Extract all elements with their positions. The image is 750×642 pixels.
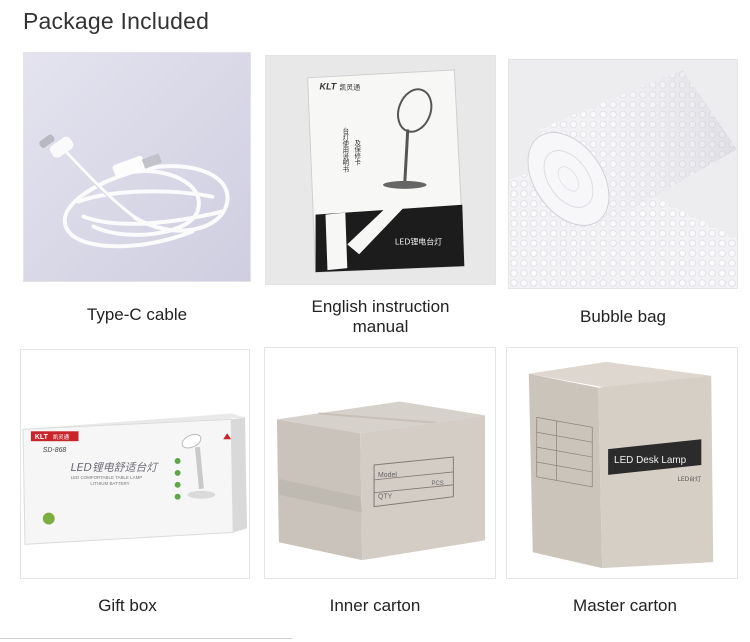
inner-carton-image: Model QTY PCS	[264, 347, 496, 579]
inner-carton-label3: PCS	[432, 481, 444, 487]
page-title: Package Included	[23, 8, 210, 34]
master-carton-image: LED Desk Lamp LED台灯	[506, 347, 738, 579]
gift-box-image: KLT 凯灵通 SD-868 LED锂电舒适台灯 LED COMFORTABLE…	[20, 349, 250, 579]
inner-carton-caption: Inner carton	[329, 596, 421, 615]
giftbox-brand: KLT	[35, 434, 49, 441]
instruction-manual-caption-line1: English instruction	[311, 297, 450, 316]
giftbox-model: SD-868	[43, 447, 67, 454]
master-carton-label: LED Desk Lamp	[614, 455, 687, 466]
manual-illustration: KLT 凯灵通 台灯使用说明书 及保修卡 LED锂电台灯	[266, 56, 495, 284]
bubble-bag-caption: Bubble bag	[579, 307, 667, 326]
instruction-manual-image: KLT 凯灵通 台灯使用说明书 及保修卡 LED锂电台灯	[265, 55, 496, 285]
manual-title-cn-2: 及保修卡	[353, 139, 361, 166]
giftbox-product-cn: LED锂电舒适台灯	[71, 461, 160, 474]
manual-title-cn: 台灯使用说明书	[341, 126, 349, 174]
manual-brand-cn: 凯灵通	[339, 83, 360, 92]
giftbox-product-en: LED COMFORTABLE TABLE LAMP	[71, 475, 143, 480]
bottom-divider	[0, 638, 292, 639]
master-carton-sub: LED台灯	[678, 475, 702, 483]
master-carton-illustration: LED Desk Lamp LED台灯	[507, 348, 737, 578]
instruction-manual-caption-line2: manual	[352, 317, 409, 336]
gift-box-caption: Gift box	[98, 596, 157, 615]
bubble-bag-illustration	[509, 60, 737, 288]
inner-carton-label2: QTY	[378, 494, 393, 501]
instruction-manual-caption: English instruction manual	[265, 297, 496, 337]
type-c-cable-image	[23, 52, 251, 282]
inner-carton-label1: Model	[378, 472, 397, 479]
giftbox-battery: LITHIUM BATTERY	[90, 481, 129, 486]
inner-carton-illustration: Model QTY PCS	[265, 348, 495, 578]
manual-brand: KLT	[320, 82, 338, 92]
bubble-bag-image	[508, 59, 738, 289]
cable-illustration	[24, 53, 250, 281]
gift-box-illustration: KLT 凯灵通 SD-868 LED锂电舒适台灯 LED COMFORTABLE…	[21, 350, 249, 578]
type-c-cable-caption: Type-C cable	[86, 305, 188, 324]
manual-product-cn: LED锂电台灯	[395, 236, 442, 246]
master-carton-caption: Master carton	[573, 596, 677, 615]
giftbox-brand-cn: 凯灵通	[53, 433, 70, 441]
